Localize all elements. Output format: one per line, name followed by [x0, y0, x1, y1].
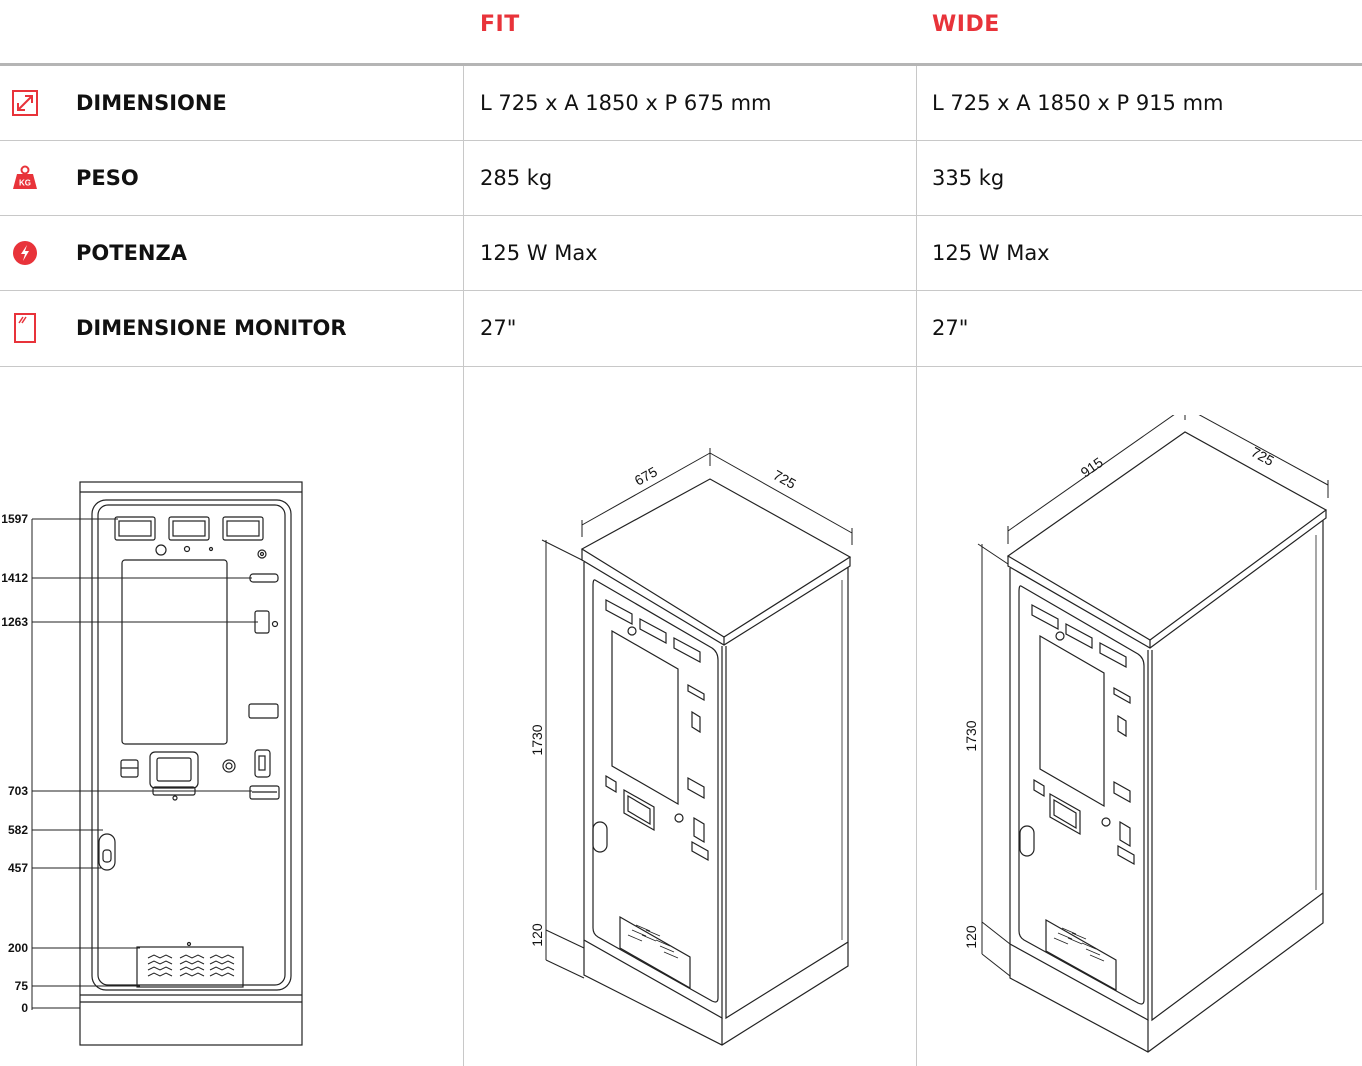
spec-value-fit: 285 kg — [480, 166, 553, 190]
svg-text:KG: KG — [19, 179, 31, 188]
spec-row-monitor: DIMENSIONE MONITOR 27" 27" — [0, 291, 1362, 365]
spec-label: POTENZA — [76, 241, 187, 265]
row-divider — [0, 215, 1362, 216]
spec-value-fit: 27" — [480, 316, 517, 340]
column-divider-2 — [916, 66, 917, 1066]
fit-isometric-drawing: 675 725 1730 120 — [529, 448, 853, 1046]
column-header-fit: FIT — [480, 12, 520, 37]
front-level-label: 582 — [8, 823, 28, 837]
front-level-label: 200 — [8, 941, 28, 955]
front-level-label: 1597 — [1, 512, 28, 526]
front-level-label: 75 — [15, 979, 29, 993]
fit-height-label: 1730 — [529, 724, 545, 755]
front-level-label: 703 — [8, 784, 28, 798]
spec-value-fit: L 725 x A 1850 x P 675 mm — [480, 91, 772, 115]
resize-arrow-icon — [10, 66, 40, 140]
spec-value-wide: 335 kg — [932, 166, 1005, 190]
front-level-label: 1412 — [1, 571, 28, 585]
spec-value-fit: 125 W Max — [480, 241, 598, 265]
wide-width-label: 725 — [1249, 444, 1277, 469]
front-level-label: 1263 — [1, 615, 28, 629]
front-level-label: 0 — [21, 1001, 28, 1015]
spec-value-wide: 125 W Max — [932, 241, 1050, 265]
spec-label: DIMENSIONE — [76, 91, 227, 115]
front-view-drawing: 1597 1412 1263 703 582 457 200 75 0 — [1, 481, 303, 1046]
wide-height-label: 1730 — [963, 720, 979, 751]
front-level-label: 457 — [8, 861, 28, 875]
row-divider — [0, 366, 1362, 367]
spec-value-wide: L 725 x A 1850 x P 915 mm — [932, 91, 1224, 115]
spec-row-dimensione: DIMENSIONE L 725 x A 1850 x P 675 mm L 7… — [0, 66, 1362, 140]
row-divider — [0, 140, 1362, 141]
column-divider-1 — [463, 66, 464, 1066]
wide-depth-label: 915 — [1078, 454, 1106, 481]
wide-base-label: 120 — [963, 925, 979, 949]
column-header-wide: WIDE — [932, 12, 1000, 37]
spec-row-peso: KG PESO 285 kg 335 kg — [0, 141, 1362, 215]
weight-kg-icon: KG — [10, 141, 40, 215]
fit-base-label: 120 — [529, 923, 545, 947]
header-divider — [0, 63, 1362, 66]
fit-width-label: 725 — [771, 467, 799, 492]
spec-value-wide: 27" — [932, 316, 969, 340]
wide-isometric-drawing: 915 725 1730 120 — [963, 415, 1329, 1053]
spec-label: DIMENSIONE MONITOR — [76, 316, 347, 340]
spec-label: PESO — [76, 166, 139, 190]
row-divider — [0, 290, 1362, 291]
spec-row-potenza: POTENZA 125 W Max 125 W Max — [0, 216, 1362, 290]
fit-depth-label: 675 — [632, 463, 660, 488]
lightning-icon — [10, 216, 40, 290]
monitor-icon — [10, 291, 40, 365]
